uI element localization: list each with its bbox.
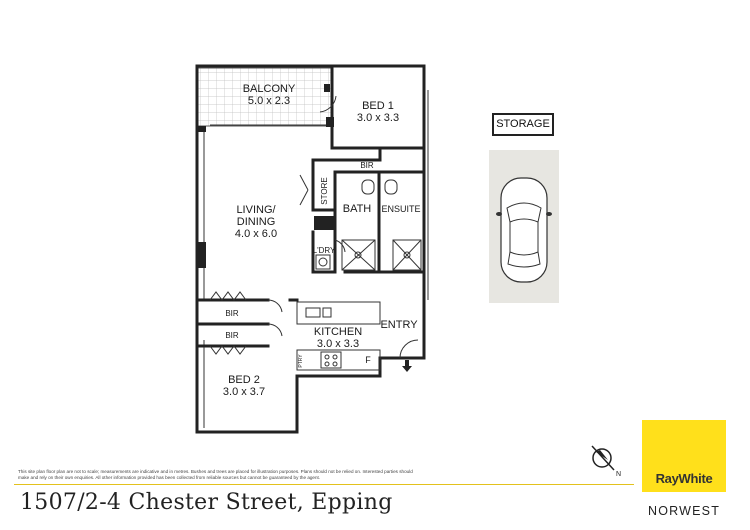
kitchen-size: 3.0 x 3.3: [317, 338, 359, 350]
interior-walls: [195, 146, 426, 348]
glazing: [198, 84, 429, 428]
living-label-2: DINING: [237, 216, 276, 228]
bir-left-2-label: BIR: [225, 331, 239, 340]
kitchen-label: KITCHEN: [314, 326, 362, 338]
bathroom-fixtures: [315, 179, 422, 271]
kitchen-fixtures: [296, 301, 381, 371]
living-label-1: LIVING/: [236, 204, 276, 216]
compass-icon: N: [586, 440, 626, 480]
raywhite-logo: RayWhite: [642, 420, 726, 492]
parking-space: [489, 150, 559, 303]
bed1-label: BED 1: [362, 100, 394, 112]
brand-name: RayWhite: [655, 471, 713, 486]
doors: [209, 95, 419, 359]
entry-arrow-icon: [402, 360, 412, 372]
bir-top-label: BIR: [360, 161, 374, 170]
balcony-label: BALCONY: [243, 83, 296, 95]
laundry-label: L'DRY: [313, 246, 336, 255]
storage-box: STORAGE: [492, 113, 554, 136]
bath-label: BATH: [343, 203, 372, 215]
disclaimer: This site plan floor plan are not to sca…: [18, 469, 413, 480]
bed1-size: 3.0 x 3.3: [357, 112, 399, 124]
pantry-label: PTRY: [298, 354, 304, 368]
bed2-label: BED 2: [228, 374, 260, 386]
compass-letter: N: [616, 471, 621, 478]
store-label: STORE: [320, 177, 329, 204]
living-size: 4.0 x 6.0: [235, 228, 277, 240]
car-icon: [496, 177, 552, 283]
ensuite-label: ENSUITE: [381, 204, 420, 214]
bed2-size: 3.0 x 3.7: [223, 386, 265, 398]
entry-label: ENTRY: [380, 319, 418, 331]
property-address: 1507/2-4 Chester Street, Epping: [20, 490, 393, 515]
balcony-size: 5.0 x 2.3: [248, 95, 290, 107]
office-name: NORWEST: [647, 504, 721, 518]
bir-left-1-label: BIR: [225, 309, 239, 318]
divider-line: [14, 484, 634, 485]
balcony-floor: [196, 67, 333, 127]
fridge-label: F: [365, 355, 371, 365]
